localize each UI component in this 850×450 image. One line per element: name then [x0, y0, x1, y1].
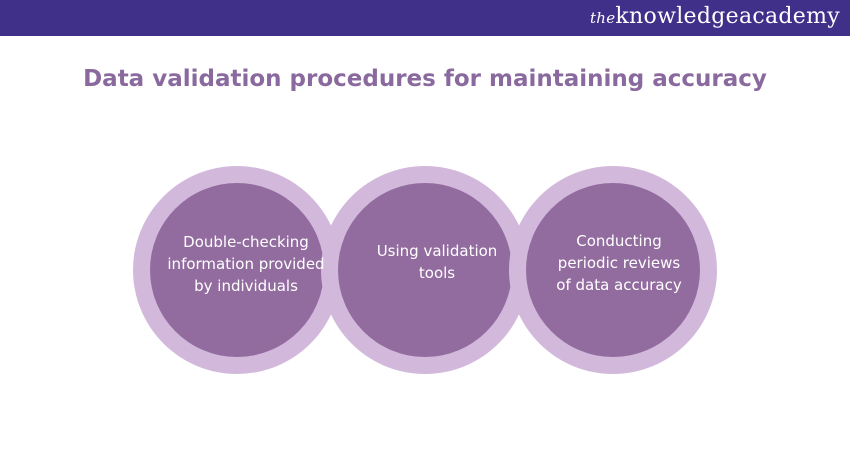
circle-2-fill	[338, 183, 512, 357]
logo[interactable]: theknowledgeacademy	[589, 4, 840, 29]
circle-3	[509, 166, 717, 374]
circle-2-label: Using validation tools	[376, 242, 498, 282]
circle-3-fill	[526, 183, 700, 357]
circle-1	[133, 166, 341, 374]
circle-1-label: Double-checking information provided by …	[167, 233, 325, 295]
header-bar: theknowledgeacademy	[0, 0, 850, 36]
circle-2	[321, 166, 529, 374]
page-title: Data validation procedures for maintaini…	[83, 66, 767, 92]
circle-1-fill	[150, 183, 324, 357]
circle-3-label: Conducting periodic reviews of data accu…	[556, 232, 682, 294]
